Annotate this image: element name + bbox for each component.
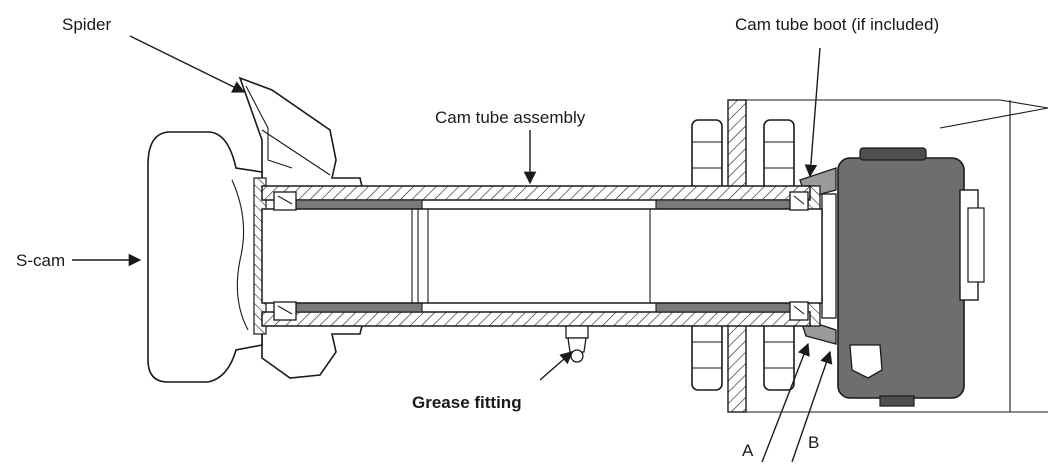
grease-fitting — [565, 325, 589, 363]
label-b: B — [808, 433, 819, 452]
cam-tube-housing — [261, 185, 811, 327]
label-spider: Spider — [62, 15, 111, 34]
end-seals — [273, 191, 809, 321]
brake-chamber — [837, 147, 985, 407]
label-a: A — [742, 441, 754, 460]
label-cam-tube-assembly: Cam tube assembly — [435, 108, 586, 127]
bracket-nuts — [691, 119, 795, 391]
leader-lines — [72, 35, 833, 463]
camshaft — [261, 208, 823, 304]
label-s-cam: S-cam — [16, 251, 65, 270]
s-cam — [147, 131, 267, 383]
label-grease-fitting: Grease fitting — [412, 393, 522, 412]
label-cam-tube-boot: Cam tube boot (if included) — [735, 15, 939, 34]
spider — [238, 76, 366, 379]
